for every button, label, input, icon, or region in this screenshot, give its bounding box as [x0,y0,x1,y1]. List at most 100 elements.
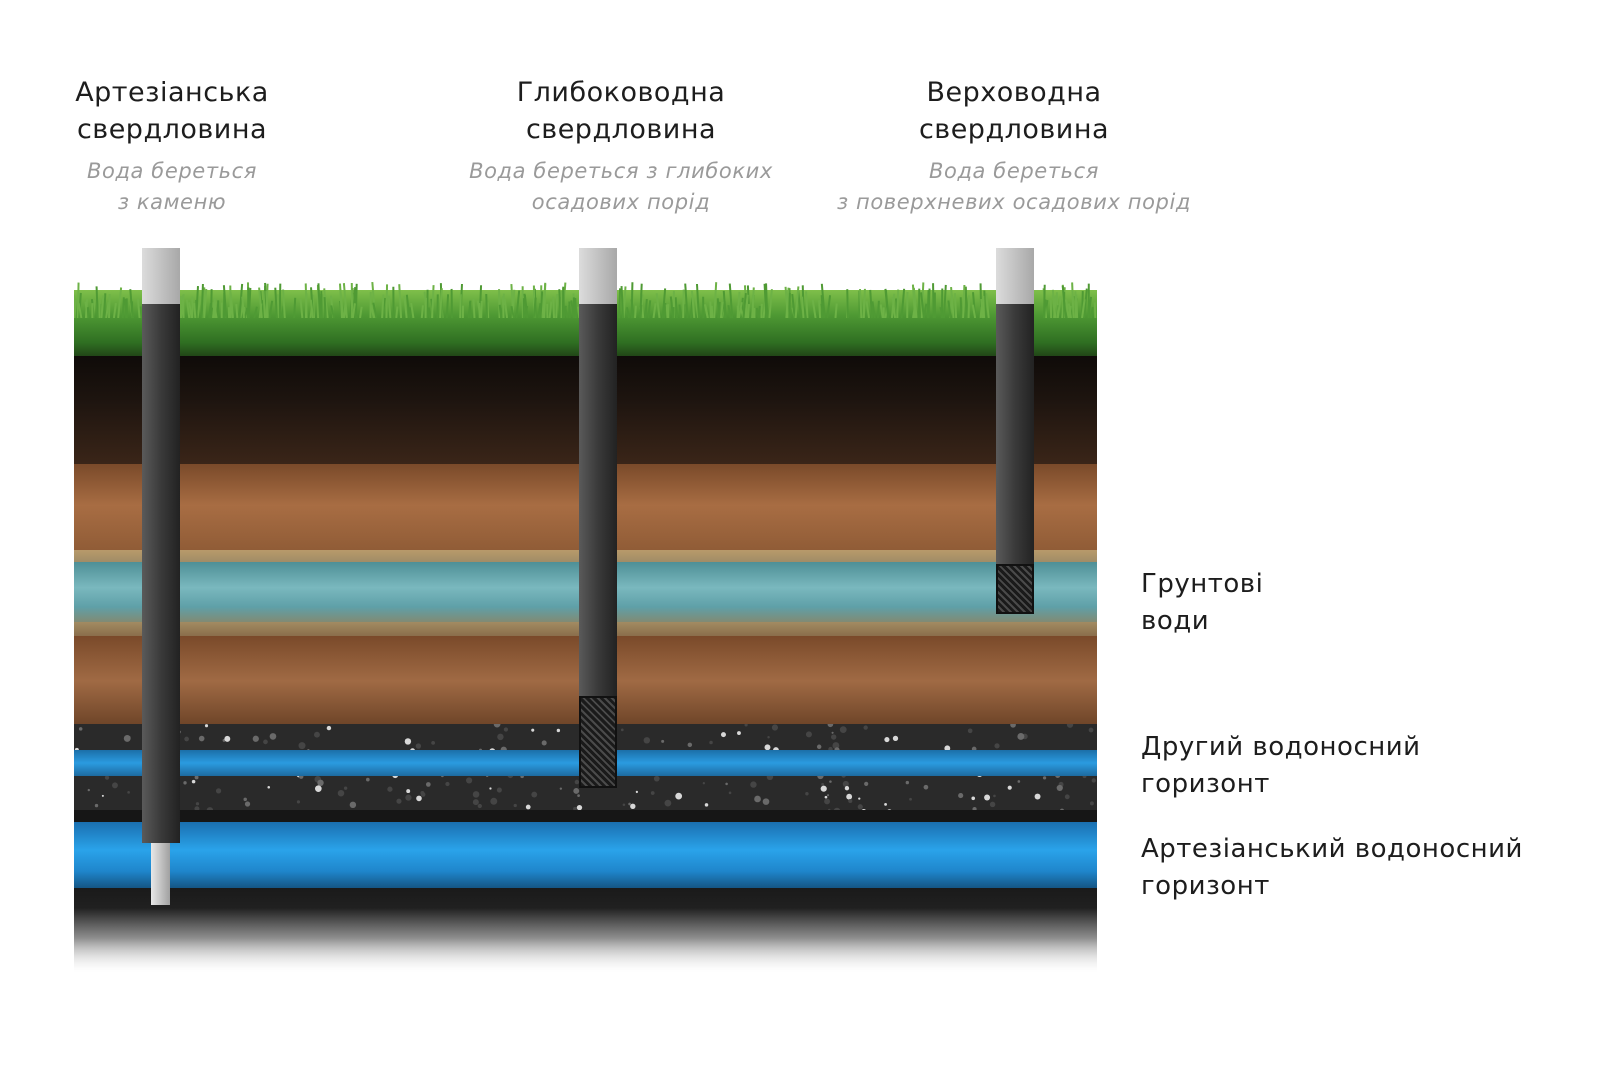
grass-blade [459,294,462,318]
grass-blade [710,305,714,318]
grass-blade [193,302,197,318]
grass-blade [1071,282,1075,318]
grass-blade [920,292,925,318]
grass-blade [661,288,667,318]
grass-blade [1061,285,1067,318]
gravel-pebble [842,780,849,787]
gravel-pebble [653,775,660,782]
grass-blade [370,304,375,318]
gravel-pebble [944,745,951,752]
grass-blade [265,283,269,318]
well-subtitle-line: з поверхневих осадових порід [836,190,1192,214]
grass-blade [737,302,743,318]
grass-blade [971,304,977,318]
grass-blade [276,294,280,318]
gravel-pebble [767,735,770,739]
gravel-pebble [839,726,847,734]
gravel-pebble [1017,732,1025,740]
well-subtitle: Вода береться з каменю [0,156,382,218]
layer-label-line: Другий водоносний [1141,732,1421,762]
grass-blade [244,307,249,318]
grass-blade [618,288,622,318]
gravel-pebble [857,804,863,810]
grass-blade [486,302,490,318]
grass-blade [981,307,985,318]
soil-cross-section [74,248,1097,972]
gravel-pebble [635,790,639,794]
grass-blade [299,298,304,318]
gravel-pebble [489,787,492,790]
gravel-pebble [1017,780,1021,783]
grass-blade [408,307,414,318]
gravel-pebble [387,786,393,792]
grass-blade [728,283,734,318]
gravel-pebble [466,777,473,784]
gravel-pebble [709,740,713,745]
gravel-pebble [702,782,706,785]
gravel-pebble [832,742,840,750]
gravel-pebble [343,786,348,790]
grass-blade [932,283,935,318]
grass-blade [742,293,747,318]
gravel-pebble [829,780,832,783]
grass-blade [768,289,773,318]
grass-blade [498,289,501,318]
gravel-pebble [830,734,837,740]
gravel-pebble [821,782,825,786]
grass-blade [372,302,378,318]
well-title-line: свердловина [76,114,268,145]
gravel-pebble [820,785,827,792]
grass-blade [757,305,761,318]
grass-blade [1081,299,1086,318]
grass-blade [235,304,239,318]
grass-blade [794,286,800,318]
gravel-pebble [406,789,411,794]
gravel-pebble [704,803,709,807]
gravel-pebble [863,725,868,730]
gravel-pebble [958,793,964,799]
grass-blade [403,295,408,318]
grass-blade [703,304,709,318]
grass-blade [939,306,945,318]
gravel-pebble [771,724,779,731]
gravel-pebble [1034,793,1041,800]
grass-blade [258,287,263,318]
gravel-pebble [967,728,973,734]
grass-blade [811,299,817,318]
grass-blade [354,283,358,318]
gravel-pebble [720,732,726,738]
gravel-pebble [824,798,831,805]
gravel-pebble [204,724,209,728]
grass-blade [309,299,315,318]
grass-blade [241,296,245,318]
grass-blade [911,284,917,318]
grass-blade [634,305,637,318]
grass-blade [690,290,696,318]
grass-blade [574,297,578,318]
well-subtitle: Вода береться з поверхневих осадових пор… [764,156,1264,218]
grass-blade [865,301,870,318]
gravel-pebble [573,806,577,811]
grass-blade [1056,296,1062,318]
grass-blade [439,288,443,318]
well-title-line: свердловина [918,114,1110,145]
gravel-pebble [984,794,991,801]
well-subtitle: Вода береться з глибоких осадових порід [411,156,831,218]
gravel-pebble [477,803,482,809]
gravel-pebble [349,801,357,809]
gravel-pebble [909,797,912,801]
gravel-pebble [576,804,583,811]
grass-blade [77,302,83,318]
grass-blade [222,285,228,318]
gravel-pebble [675,792,683,800]
grass-blade [523,293,529,318]
gravel-pebble [620,728,624,732]
well-title-line: свердловина [525,114,717,145]
grass-blade [665,304,669,318]
grass-blade [478,302,481,318]
gravel-pebble [263,739,268,745]
grass-blade [663,302,667,318]
grass-blade [503,298,509,318]
grass-blade [180,294,185,318]
grass-blade [900,288,906,318]
